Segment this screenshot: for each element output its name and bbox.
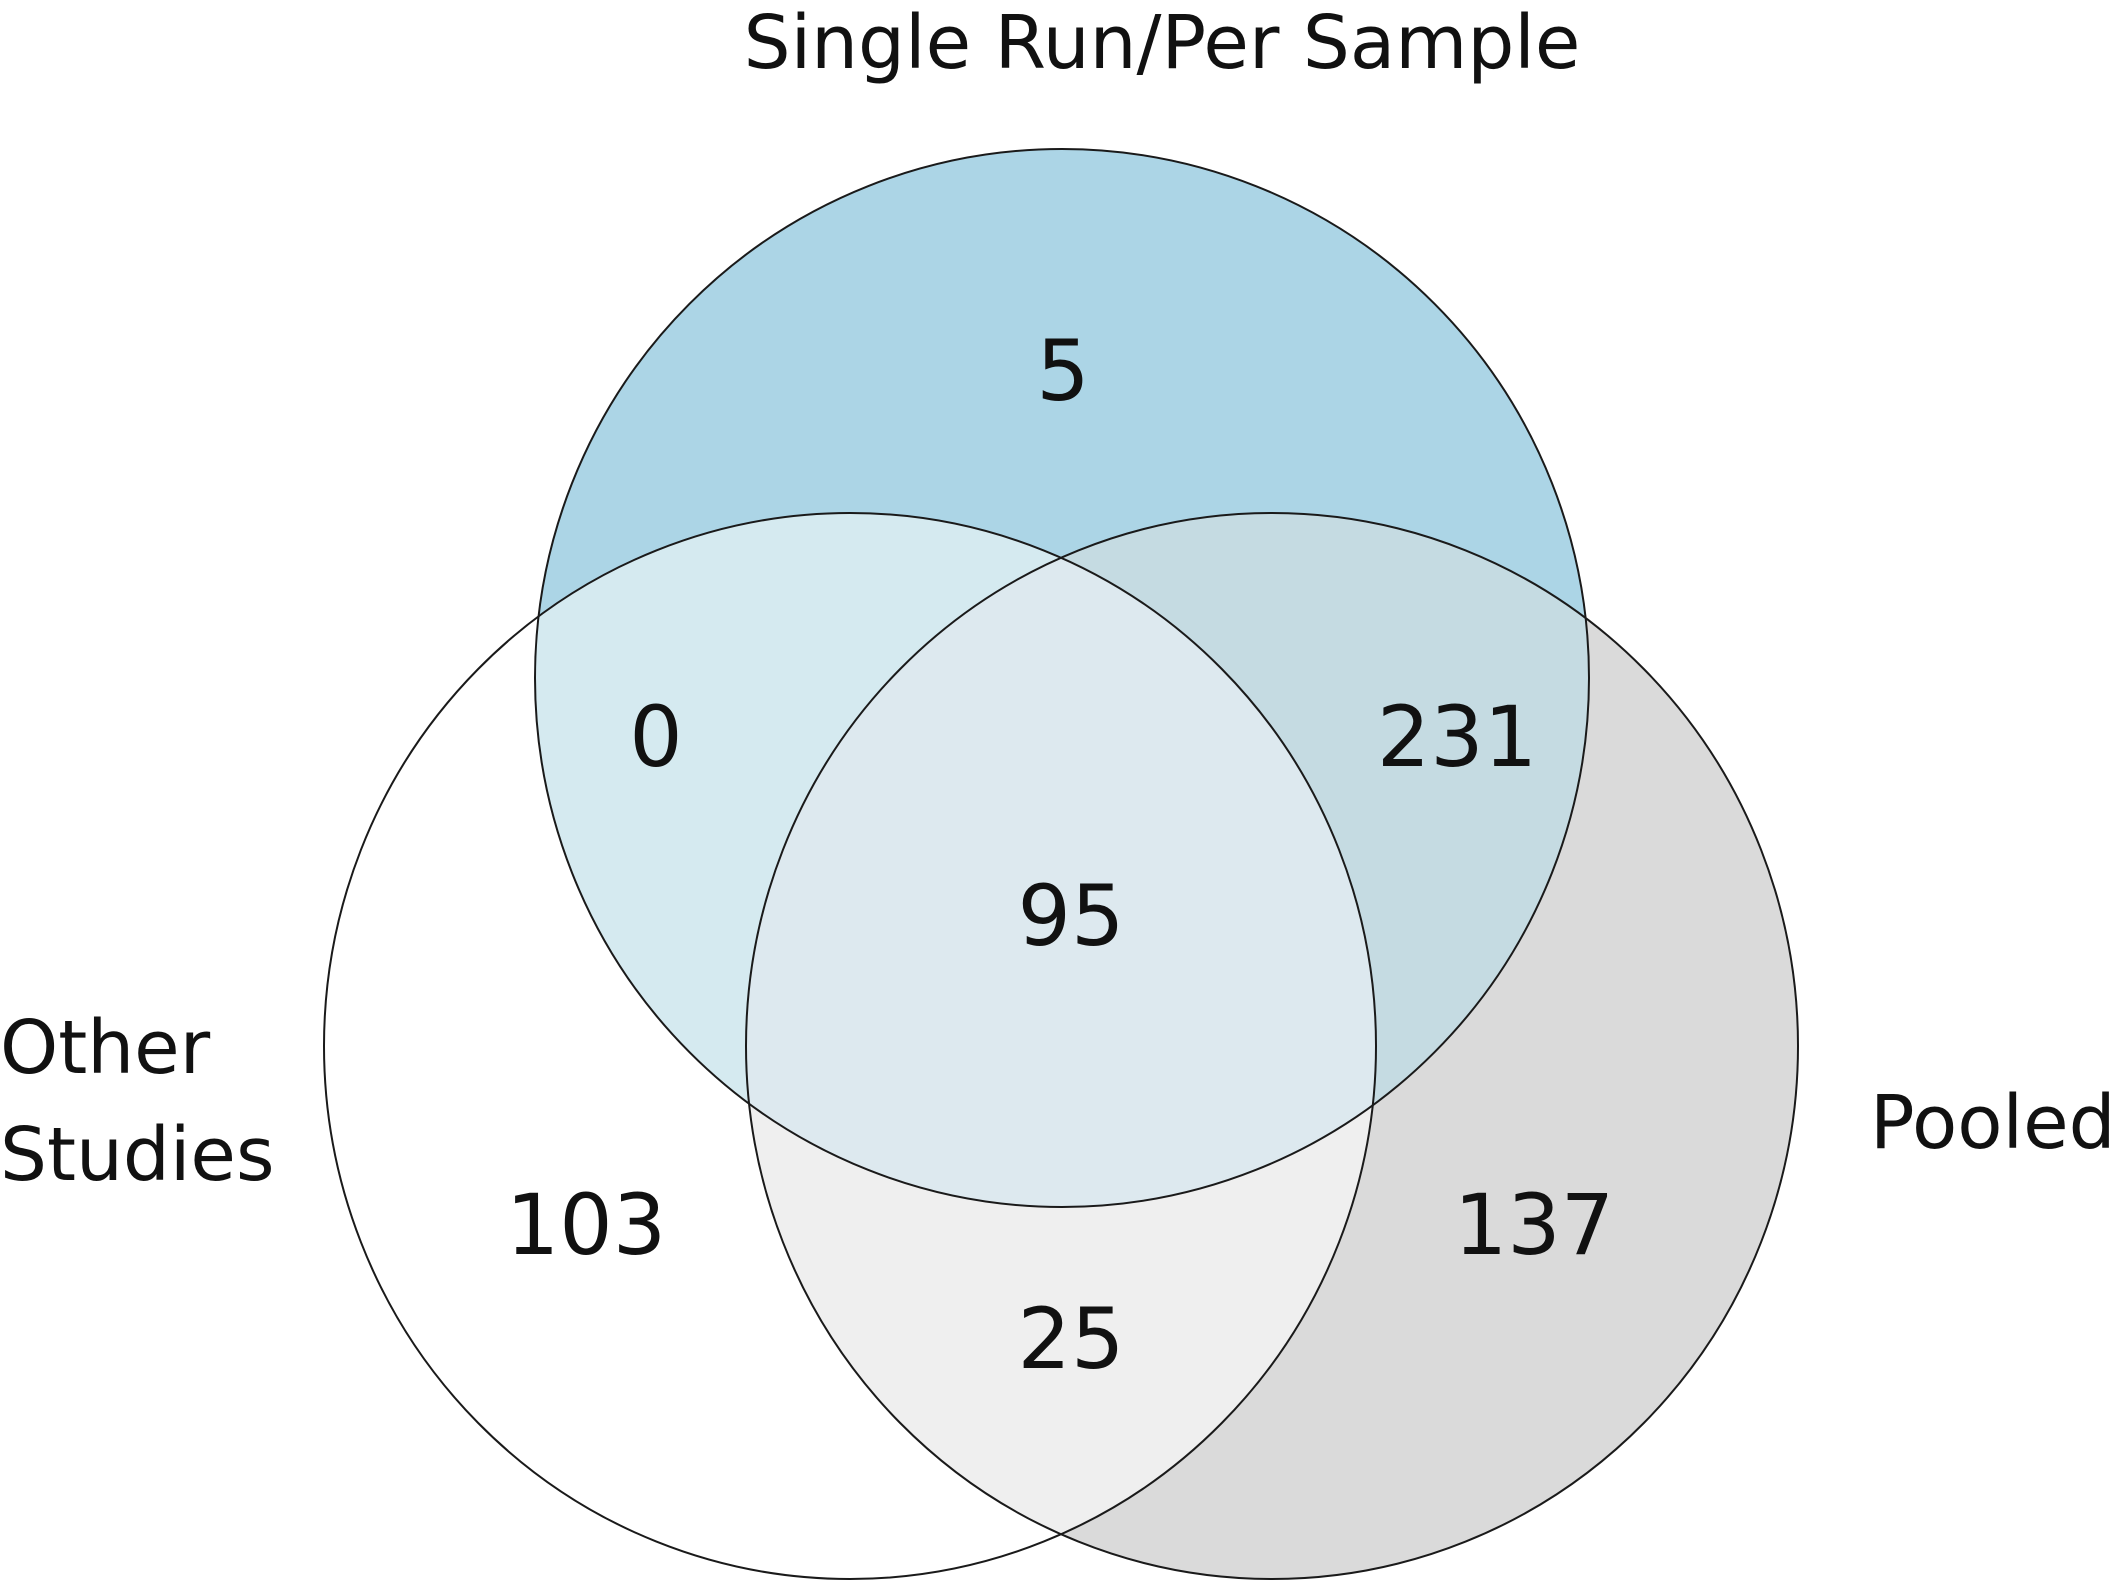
set-label-other-studies-line2: Studies: [0, 1112, 275, 1198]
count-other-only: 103: [506, 1176, 666, 1274]
set-label-pooled: Pooled: [1870, 1080, 2116, 1166]
all-three-region: [746, 513, 1376, 1207]
pooled-outline: [745, 512, 1799, 1580]
count-single-other: 0: [629, 688, 682, 786]
count-single-pooled: 231: [1377, 688, 1537, 786]
count-other-pooled: 25: [1018, 1290, 1125, 1388]
set-label-single-run: Single Run/Per Sample: [744, 0, 1581, 86]
count-all-three: 95: [1018, 867, 1125, 965]
count-single-only: 5: [1036, 322, 1089, 420]
single-run-outline: [534, 148, 1590, 1208]
count-pooled-only: 137: [1454, 1176, 1614, 1274]
set-label-other-studies-line1: Other: [0, 1005, 211, 1091]
other-studies-outline: [323, 512, 1377, 1580]
